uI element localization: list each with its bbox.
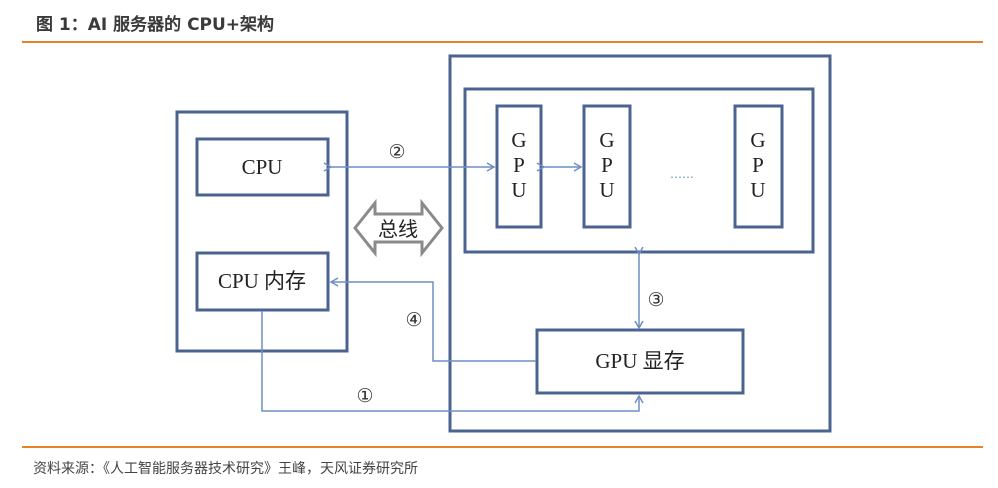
gpu-2-box (582, 104, 632, 229)
link-1-connector (261, 311, 644, 412)
link-3-marker: ③ (647, 289, 664, 311)
gpu-1-letter-p: P (513, 153, 525, 177)
figure-source: 资料来源：《人工智能服务器技术研究》王峰，天风证券研究所 (33, 461, 418, 477)
cpu-label: CPU (242, 155, 283, 179)
cpu-memory-label: CPU 内存 (218, 269, 306, 293)
gpu-3-letter-u: U (750, 178, 765, 202)
gpu-3-letter-p: P (752, 153, 764, 177)
cpu-memory-box (195, 251, 330, 312)
link-4-marker: ④ (405, 309, 422, 331)
gpu-1: G P U (495, 104, 543, 229)
figure-title: 图 1：AI 服务器的 CPU+架构 (36, 15, 275, 35)
gpu-3-letter-g: G (750, 128, 765, 152)
gpu-2-letter-p: P (601, 153, 613, 177)
gpu-2-letter-u: U (599, 178, 614, 202)
bus-label: 总线 (378, 217, 418, 241)
gpu-1-letter-g: G (511, 128, 526, 152)
gpu-node-box (448, 54, 832, 433)
gpu-memory-box (535, 328, 745, 395)
bus-arrow: 总线 (353, 198, 444, 258)
link-1-marker: ① (356, 385, 373, 407)
bus-double-arrow-icon (353, 198, 444, 258)
gpu-3-box (733, 104, 784, 229)
bottom-divider (22, 446, 983, 448)
gpu-2: G P U (582, 104, 632, 229)
gpu-3: G P U (733, 104, 784, 229)
gpu-1-letter-u: U (511, 178, 526, 202)
top-divider (22, 41, 983, 43)
link-2-marker: ② (388, 141, 405, 163)
gpu-2-letter-g: G (599, 128, 614, 152)
link-4-connector (329, 277, 536, 362)
gpu-memory-label: GPU 显存 (595, 349, 684, 373)
gpu-ellipsis: …… (670, 167, 694, 181)
